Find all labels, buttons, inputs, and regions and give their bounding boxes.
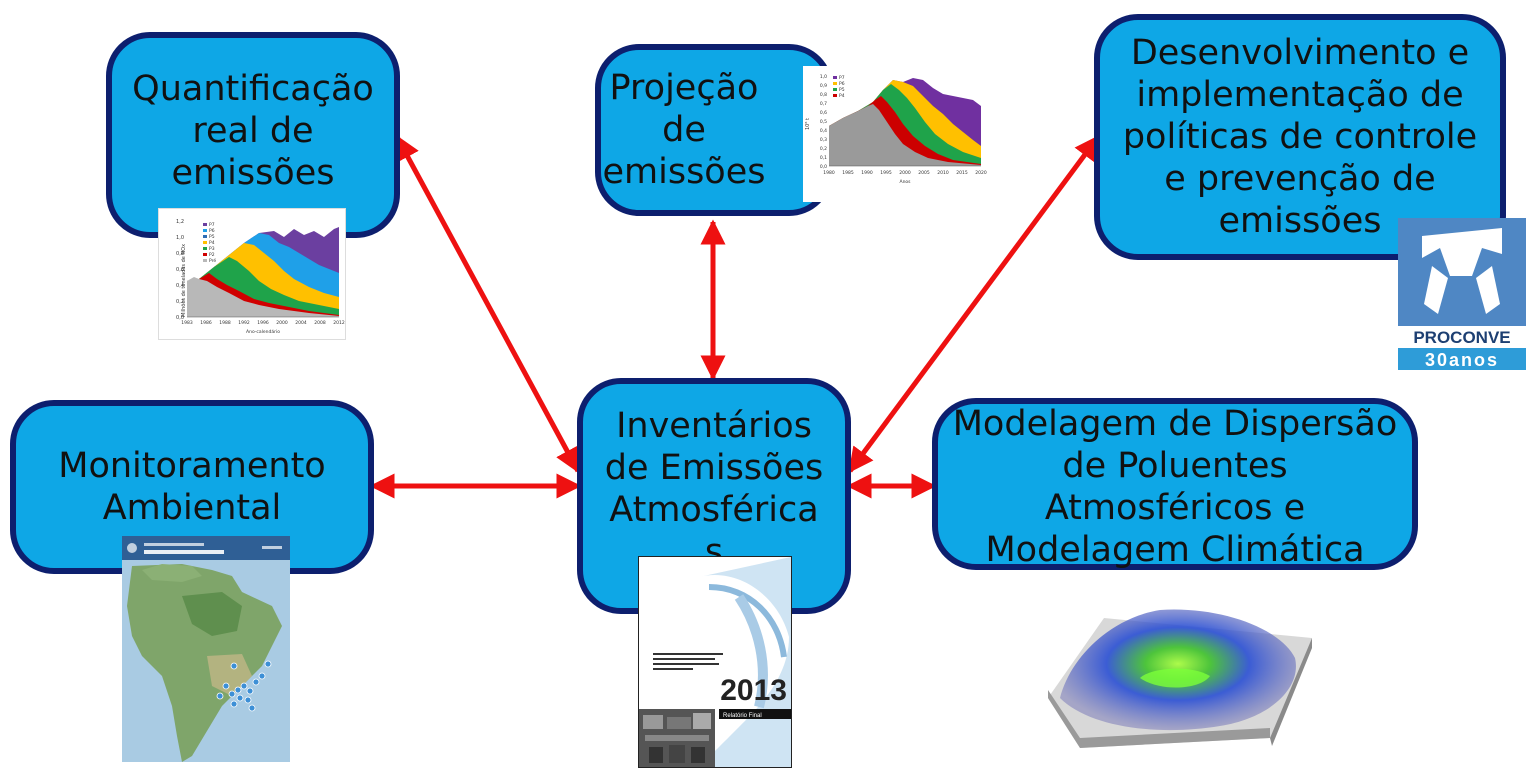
- legend-label: P6: [209, 228, 215, 234]
- chart-xlabel: Anos: [899, 179, 911, 185]
- node-quantificacao: Quantificação real de emissões: [106, 32, 400, 238]
- node-monitoramento-label: Monitoramento Ambiental: [58, 445, 325, 529]
- node-line: Atmosférica: [609, 490, 819, 530]
- node-line: emissões: [602, 152, 766, 192]
- node-line: Desenvolvimento e: [1130, 33, 1470, 73]
- x-tick: 2010: [937, 170, 949, 176]
- report-year: 2013: [720, 674, 787, 707]
- legend-label: P6: [839, 81, 845, 87]
- legend-label: P4: [839, 93, 845, 99]
- node-line: de Poluentes: [1062, 446, 1288, 486]
- y-tick: 0,0: [820, 164, 827, 170]
- node-projecao-label: Projeção de emissões: [602, 67, 765, 193]
- node-line: real de: [192, 111, 314, 151]
- y-tick: 0,6: [176, 267, 184, 273]
- node-line: emissões: [171, 153, 335, 193]
- x-tick: 1983: [181, 320, 193, 326]
- node-line: de Emissões: [604, 448, 824, 488]
- x-tick: 2008: [314, 320, 326, 326]
- y-tick: 0,2: [176, 299, 184, 305]
- y-tick: 0,8: [176, 251, 184, 257]
- arrow-center-quantificacao: [394, 134, 581, 474]
- report-subtitle: Relatório Final: [723, 713, 762, 719]
- area-pre: [187, 277, 339, 317]
- node-line: Atmosféricos e: [1044, 488, 1306, 528]
- report-cover-image: 2013 Relatório Final: [638, 556, 792, 768]
- legend-label: P7: [839, 75, 845, 81]
- node-line: de: [662, 110, 706, 150]
- quantificacao-chart-image: Milhões de toneladas de NOx 1,2 1,0 0,8 …: [158, 208, 346, 340]
- node-line: Modelagem Climática: [985, 530, 1365, 570]
- proconve-logo: PROCONVE 30anos: [1398, 218, 1526, 370]
- legend-label: P7: [209, 222, 215, 228]
- node-center-label: Inventários de Emissões Atmosférica s: [605, 405, 823, 573]
- x-tick: 2012: [333, 320, 345, 326]
- x-tick: 2000: [276, 320, 288, 326]
- area-base: [829, 104, 981, 166]
- legend-label: P2: [209, 252, 215, 258]
- y-tick: 0,4: [176, 283, 184, 289]
- node-line: implementação de: [1136, 75, 1464, 115]
- x-tick: 2020: [975, 170, 987, 176]
- node-line: emissões: [1218, 201, 1382, 241]
- x-tick: 1995: [880, 170, 892, 176]
- node-politicas-label: Desenvolvimento e implementação de polít…: [1123, 32, 1477, 242]
- legend-label: P5: [839, 87, 845, 93]
- x-tick: 2000: [899, 170, 911, 176]
- node-line: Inventários: [616, 406, 812, 446]
- y-tick: 0,1: [820, 155, 827, 161]
- x-tick: 1996: [257, 320, 269, 326]
- x-tick: 1985: [842, 170, 854, 176]
- x-tick: 1992: [238, 320, 250, 326]
- chart-ylabel: 10⁶ t: [805, 118, 811, 130]
- node-line: e prevenção de: [1164, 159, 1436, 199]
- y-tick: 0,7: [820, 101, 827, 107]
- node-modelagem-label: Modelagem de Dispersão de Poluentes Atmo…: [953, 403, 1398, 571]
- node-line: Quantificação: [132, 69, 374, 109]
- map-image: [122, 536, 290, 762]
- node-center: Inventários de Emissões Atmosférica s: [577, 378, 851, 614]
- node-modelagem: Modelagem de Dispersão de Poluentes Atmo…: [932, 398, 1418, 570]
- y-tick: 0,3: [820, 137, 827, 143]
- proconve-logo-line2: 30anos: [1425, 350, 1499, 370]
- x-tick: 2004: [295, 320, 307, 326]
- chart-ylabel: Milhões de toneladas de NOx: [181, 244, 187, 317]
- projecao-chart-image: 10⁶ t 1,0 0,9 0,8 0,7 0,6 0,5 0,4 0,3 0,…: [803, 66, 987, 202]
- y-tick: 0,0: [176, 315, 184, 321]
- x-tick: 2015: [956, 170, 968, 176]
- proconve-logo-line1: PROCONVE: [1413, 328, 1510, 347]
- x-tick: 1988: [219, 320, 231, 326]
- y-tick: 0,2: [820, 146, 827, 152]
- chart-xlabel: Ano-calendário: [246, 328, 280, 335]
- node-line: Projeção: [609, 68, 759, 108]
- legend-label: Pré: [209, 257, 216, 264]
- node-line: Ambiental: [102, 488, 282, 528]
- y-tick: 1,0: [176, 235, 184, 241]
- legend-label: P4: [209, 240, 215, 246]
- legend-label: P5: [209, 234, 215, 240]
- y-tick: 1,0: [820, 74, 827, 80]
- dispersion-model-image: [1040, 598, 1312, 748]
- y-tick: 0,4: [820, 128, 827, 134]
- x-tick: 2005: [918, 170, 930, 176]
- node-quantificacao-label: Quantificação real de emissões: [132, 68, 374, 194]
- legend-label: P3: [209, 246, 215, 252]
- y-tick: 0,6: [820, 110, 827, 116]
- y-tick: 0,5: [820, 119, 827, 125]
- x-tick: 1986: [200, 320, 212, 326]
- arrow-center-politicas: [847, 134, 1101, 474]
- x-tick: 1990: [861, 170, 873, 176]
- y-tick: 0,8: [820, 92, 827, 98]
- node-line: Monitoramento: [58, 446, 326, 486]
- node-line: Modelagem de Dispersão: [952, 404, 1398, 444]
- y-tick: 0,9: [820, 83, 827, 89]
- y-tick: 1,2: [176, 219, 184, 225]
- x-tick: 1980: [823, 170, 835, 176]
- node-line: políticas de controle: [1122, 117, 1478, 157]
- node-projecao: Projeção de emissões: [595, 44, 833, 216]
